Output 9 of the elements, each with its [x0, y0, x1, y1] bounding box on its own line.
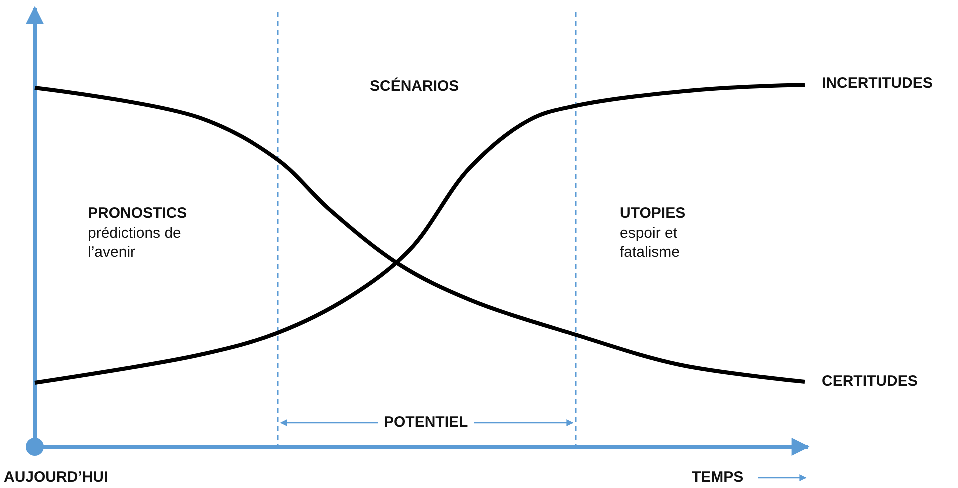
region-description: espoir et fatalisme [620, 224, 682, 262]
region-label: PRONOSTICS [88, 204, 188, 223]
curve-label: CERTITUDES [822, 372, 918, 391]
axis-label: AUJOURD’HUI [4, 468, 108, 487]
region-label: SCÉNARIOS [370, 77, 460, 96]
curve-label: INCERTITUDES [822, 74, 933, 93]
region-description: prédictions de l’avenir [88, 224, 182, 262]
region-label: UTOPIES [620, 204, 686, 223]
axis-label: TEMPS [692, 468, 744, 487]
